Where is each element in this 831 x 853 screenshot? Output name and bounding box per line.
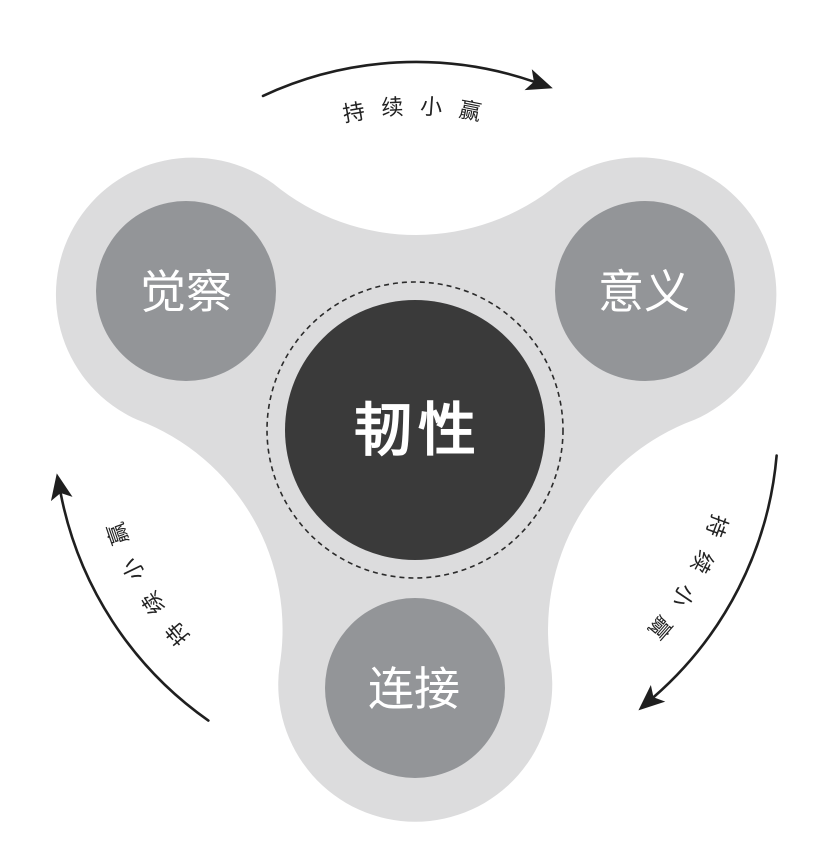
node-awareness-label: 觉察 [140, 265, 232, 319]
arrow-top-label: 持续小赢 [341, 95, 483, 130]
arrow-top: 持续小赢 [261, 60, 553, 130]
arrow-right-arc [652, 454, 778, 699]
arrow-left: 持续小赢 [50, 473, 210, 722]
center-node-circle [285, 300, 545, 560]
node-meaning-label: 意义 [598, 265, 690, 319]
center-node-label: 韧性 [354, 396, 482, 464]
arrow-left-label-text: 持续小赢 [89, 499, 198, 653]
center-node: 韧性 [285, 300, 545, 560]
arrow-left-arc [59, 491, 210, 722]
node-meaning-circle [555, 201, 735, 381]
node-connection-circle [325, 598, 505, 778]
arrow-left-label: 持续小赢 [89, 499, 198, 653]
arrow-right-label-text: 持续小赢 [630, 506, 739, 660]
arrow-right-head [638, 685, 666, 711]
arrow-top-label-text: 持续小赢 [341, 95, 499, 130]
node-meaning: 意义 [555, 201, 735, 381]
arrow-left-head [50, 473, 73, 502]
arrow-right: 持续小赢 [630, 454, 778, 711]
node-connection-label: 连接 [368, 662, 460, 716]
node-awareness: 觉察 [96, 201, 276, 381]
center-dashed-ring [266, 281, 564, 579]
arrow-right-label: 持续小赢 [630, 506, 739, 660]
node-connection: 连接 [325, 598, 505, 778]
node-awareness-circle [96, 201, 276, 381]
arrow-top-head [524, 69, 553, 91]
arrow-top-arc [261, 60, 536, 98]
